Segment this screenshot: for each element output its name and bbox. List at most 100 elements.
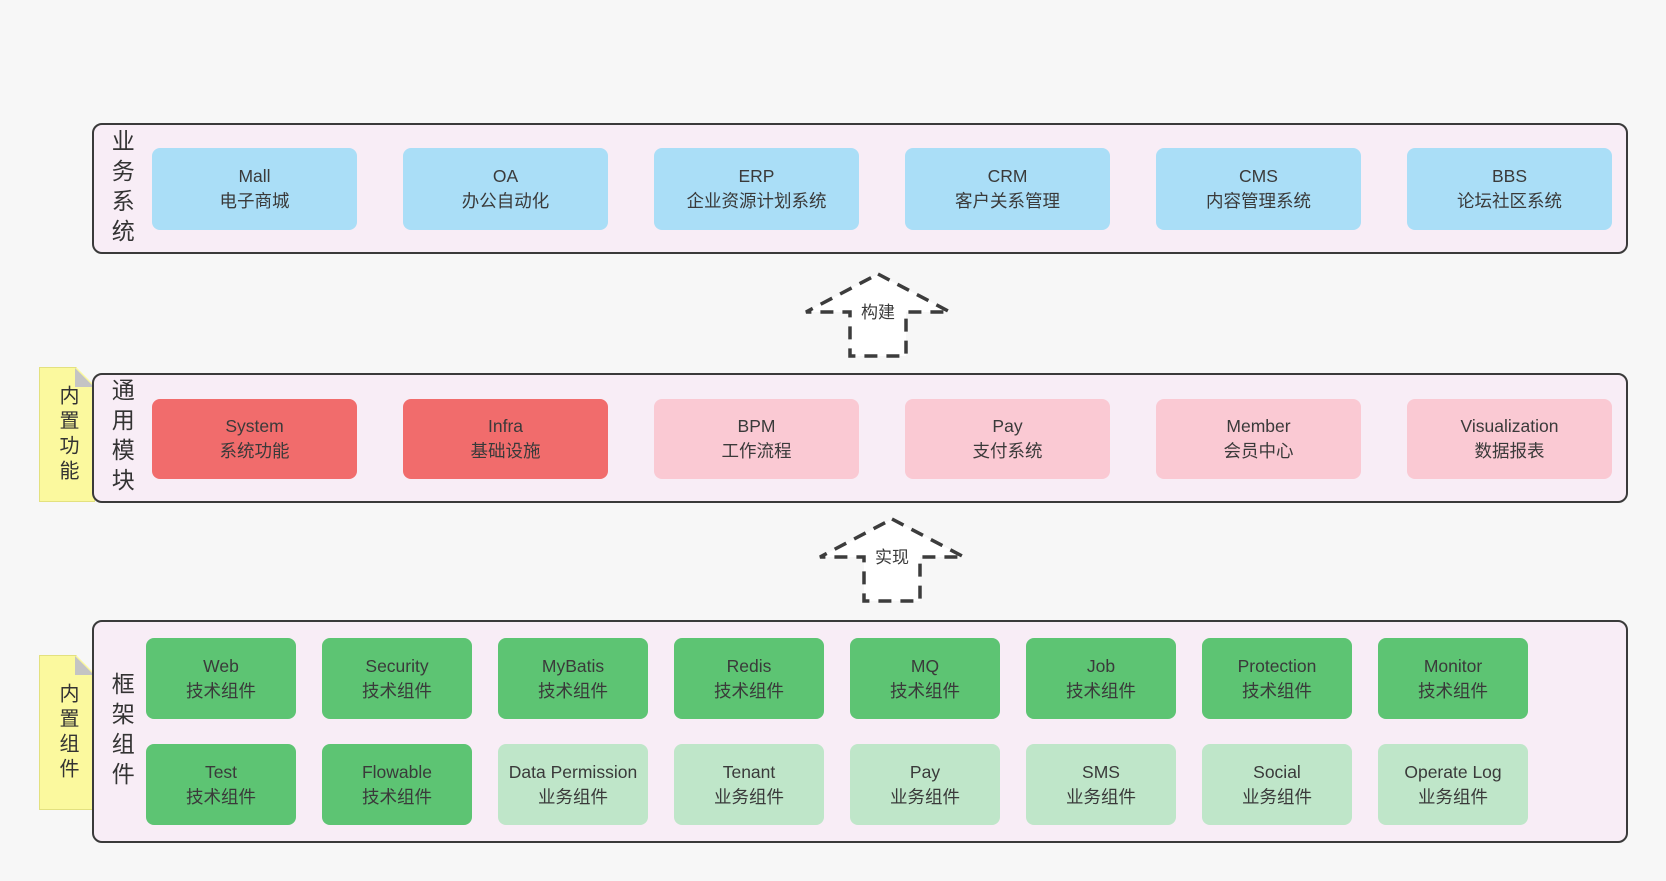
module-box: BPM 工作流程 xyxy=(654,399,859,479)
module-subtitle: 数据报表 xyxy=(1474,441,1545,461)
module-name: Mall xyxy=(238,166,271,186)
module-box: Member 会员中心 xyxy=(1156,399,1361,479)
module-box: Pay 业务组件 xyxy=(850,744,1000,825)
sticky-note-label: 内置功能 xyxy=(56,384,78,485)
module-name: Pay xyxy=(992,416,1023,436)
arrow-label: 构建 xyxy=(858,298,898,323)
module-subtitle: 办公自动化 xyxy=(461,191,550,211)
module-subtitle: 业务组件 xyxy=(890,786,960,807)
module-name: Infra xyxy=(487,416,524,436)
module-box: Monitor 技术组件 xyxy=(1378,638,1528,719)
layer-business-systems: 业务系统 Mall 电子商城 OA 办公自动化 ERP 企业资源计划系统 xyxy=(92,123,1628,254)
module-box: Operate Log 业务组件 xyxy=(1378,744,1528,825)
module-box-row: Mall 电子商城 OA 办公自动化 ERP 企业资源计划系统 CRM 客户关系… xyxy=(94,125,1626,230)
module-subtitle: 技术组件 xyxy=(186,786,256,807)
module-box: Protection 技术组件 xyxy=(1202,638,1352,719)
module-box: SMS 业务组件 xyxy=(1026,744,1176,825)
module-name: SMS xyxy=(1082,761,1120,782)
module-subtitle: 技术组件 xyxy=(186,680,256,701)
module-name: Web xyxy=(203,655,239,676)
module-name: Data Permission xyxy=(508,761,638,782)
module-name: BPM xyxy=(737,416,776,436)
module-box: CMS 内容管理系统 xyxy=(1156,148,1361,230)
module-box: Job 技术组件 xyxy=(1026,638,1176,719)
module-name: Pay xyxy=(909,761,941,782)
layer-framework-components: 框架组件 Web 技术组件 Security 技术组件 MyBatis 技术组件 xyxy=(92,620,1628,843)
module-box: BBS 论坛社区系统 xyxy=(1407,148,1612,230)
module-name: MQ xyxy=(910,655,940,676)
module-name: CMS xyxy=(1239,166,1278,186)
module-subtitle: 技术组件 xyxy=(714,680,784,701)
sticky-note-label: 内置组件 xyxy=(56,682,78,783)
module-box-grid: Web 技术组件 Security 技术组件 MyBatis 技术组件 Redi… xyxy=(94,622,1574,825)
module-box: Security 技术组件 xyxy=(322,638,472,719)
module-subtitle: 工作流程 xyxy=(721,441,792,461)
layer-title: 框架组件 xyxy=(108,671,135,792)
module-box: Visualization 数据报表 xyxy=(1407,399,1612,479)
module-box: CRM 客户关系管理 xyxy=(905,148,1110,230)
module-subtitle: 系统功能 xyxy=(219,441,290,461)
module-box-row: System 系统功能 Infra 基础设施 BPM 工作流程 Pay 支付系统 xyxy=(94,375,1626,479)
module-name: Visualization xyxy=(1460,416,1559,436)
module-subtitle: 支付系统 xyxy=(972,441,1043,461)
module-subtitle: 技术组件 xyxy=(362,680,432,701)
module-name: Job xyxy=(1086,655,1116,676)
module-box: Tenant 业务组件 xyxy=(674,744,824,825)
module-subtitle: 业务组件 xyxy=(714,786,784,807)
module-box: Data Permission 业务组件 xyxy=(498,744,648,825)
module-subtitle: 业务组件 xyxy=(1242,786,1312,807)
module-name: ERP xyxy=(738,166,775,186)
module-name: Test xyxy=(204,761,238,782)
module-name: Flowable xyxy=(361,761,433,782)
module-name: Monitor xyxy=(1423,655,1483,676)
module-subtitle: 技术组件 xyxy=(362,786,432,807)
module-box: Redis 技术组件 xyxy=(674,638,824,719)
arrow-label: 实现 xyxy=(872,543,912,568)
module-box: MyBatis 技术组件 xyxy=(498,638,648,719)
module-subtitle: 技术组件 xyxy=(538,680,608,701)
layer-title: 业务系统 xyxy=(108,128,135,249)
module-box: Flowable 技术组件 xyxy=(322,744,472,825)
module-subtitle: 业务组件 xyxy=(1418,786,1488,807)
module-name: MyBatis xyxy=(541,655,605,676)
module-box: Web 技术组件 xyxy=(146,638,296,719)
module-name: Protection xyxy=(1237,655,1317,676)
module-box: MQ 技术组件 xyxy=(850,638,1000,719)
module-subtitle: 客户关系管理 xyxy=(955,191,1060,211)
module-name: CRM xyxy=(987,166,1028,186)
module-name: Social xyxy=(1253,761,1301,782)
module-name: Security xyxy=(365,655,429,676)
module-name: OA xyxy=(492,166,519,186)
module-box: Social 业务组件 xyxy=(1202,744,1352,825)
module-subtitle: 技术组件 xyxy=(890,680,960,701)
build-arrow: 构建 xyxy=(803,271,953,359)
module-subtitle: 技术组件 xyxy=(1066,680,1136,701)
sticky-note-built-in-features: 内置功能 xyxy=(39,367,95,502)
module-name: Operate Log xyxy=(1404,761,1502,782)
layer-common-modules: 通用模块 System 系统功能 Infra 基础设施 BPM 工作流程 xyxy=(92,373,1628,503)
implement-arrow: 实现 xyxy=(817,516,967,604)
layer-title: 通用模块 xyxy=(108,378,135,498)
module-subtitle: 论坛社区系统 xyxy=(1457,191,1562,211)
module-subtitle: 技术组件 xyxy=(1418,680,1488,701)
module-box: Pay 支付系统 xyxy=(905,399,1110,479)
module-name: Tenant xyxy=(722,761,776,782)
module-box: Infra 基础设施 xyxy=(403,399,608,479)
module-box: OA 办公自动化 xyxy=(403,148,608,230)
module-name: BBS xyxy=(1491,166,1528,186)
module-name: System xyxy=(225,416,284,436)
module-name: Member xyxy=(1226,416,1291,436)
sticky-note-built-in-components: 内置组件 xyxy=(39,655,95,810)
module-subtitle: 内容管理系统 xyxy=(1206,191,1311,211)
module-subtitle: 基础设施 xyxy=(470,441,541,461)
module-box: ERP 企业资源计划系统 xyxy=(654,148,859,230)
module-box: Mall 电子商城 xyxy=(152,148,357,230)
module-subtitle: 技术组件 xyxy=(1242,680,1312,701)
module-subtitle: 业务组件 xyxy=(538,786,608,807)
module-subtitle: 电子商城 xyxy=(219,191,290,211)
module-box: Test 技术组件 xyxy=(146,744,296,825)
module-subtitle: 会员中心 xyxy=(1223,441,1294,461)
module-box: System 系统功能 xyxy=(152,399,357,479)
module-subtitle: 企业资源计划系统 xyxy=(686,191,827,211)
